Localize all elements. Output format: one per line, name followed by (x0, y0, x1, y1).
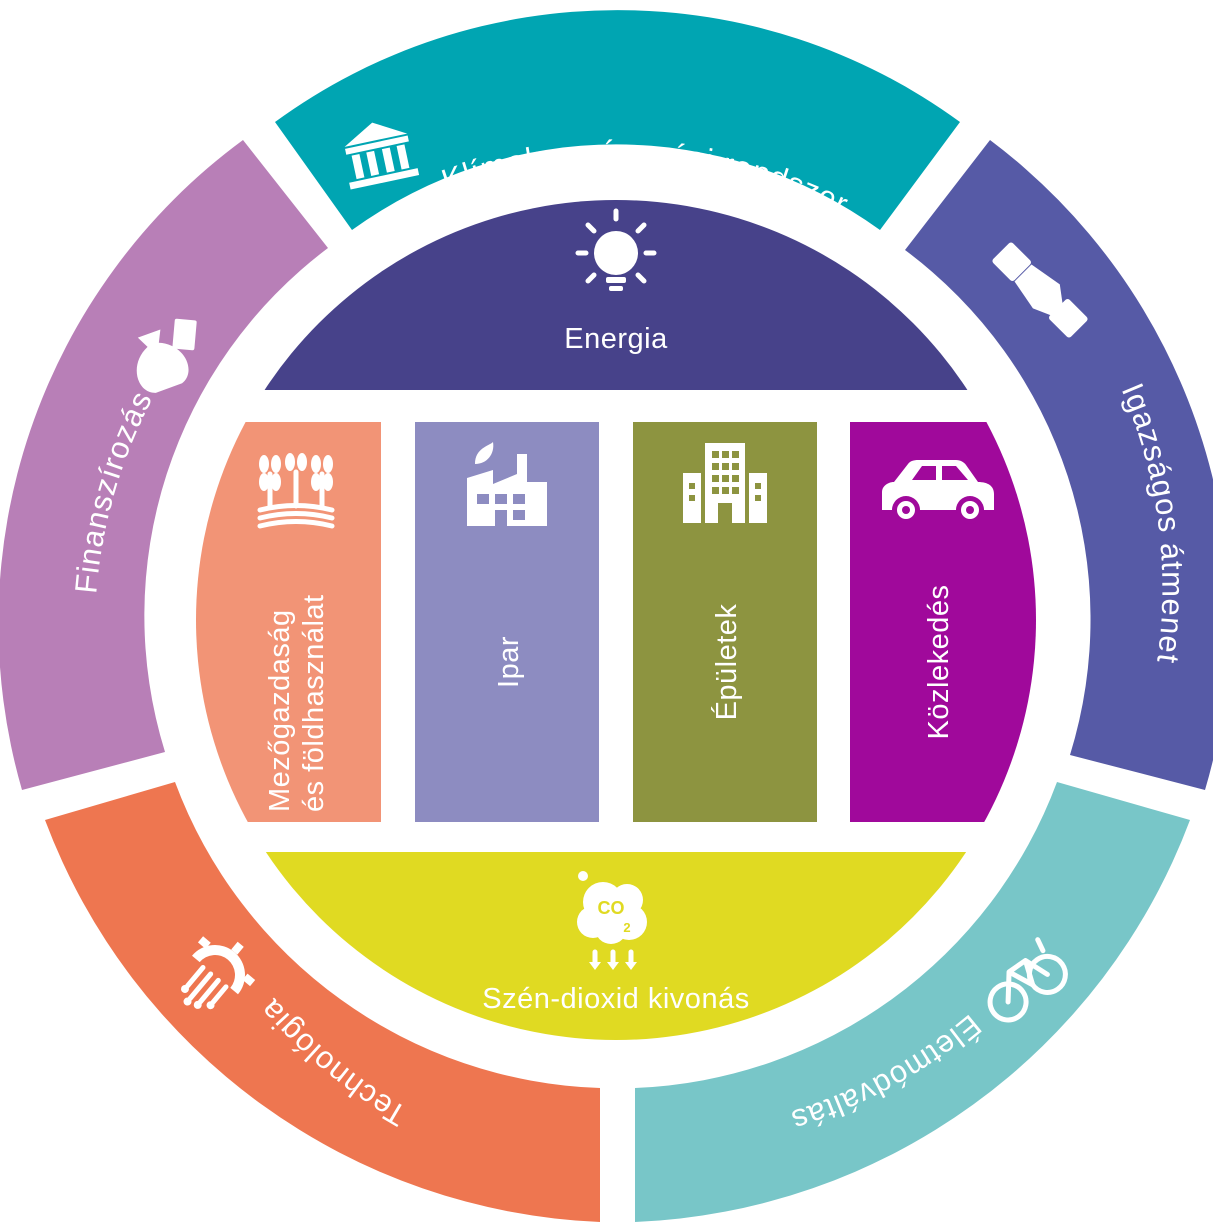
ring-segment-eletmod (635, 782, 1190, 1222)
energia-label: Energia (564, 323, 668, 355)
bicycle-icon (987, 937, 1068, 1023)
mezogazdasag-label-line1: Mezőgazdaság (264, 609, 296, 812)
money-bag-icon (136, 318, 197, 393)
mezogazdasag-label-line2: és földhasználat (298, 594, 330, 812)
ring-segment-technologia (45, 782, 600, 1222)
ipar-label: Ipar (493, 636, 525, 688)
co2-icon-text: CO (598, 898, 625, 918)
wheat-field-icon (257, 453, 335, 529)
car-icon (882, 460, 994, 524)
ring-segment-klima (275, 10, 960, 231)
lightbulb-icon (575, 208, 657, 291)
ring-segment-finanszirozas (0, 140, 328, 790)
szen-dioxid-label: Szén-dioxid kivonás (482, 983, 749, 1015)
factory-icon (467, 442, 547, 526)
mezogazdasag-label: Mezőgazdaság és földhasználat (264, 594, 330, 812)
circuit-gear-icon (180, 936, 256, 1010)
ring-segment-igazsagos (905, 140, 1213, 790)
epuletek-label: Épületek (710, 604, 743, 721)
co2-capture-icon: CO 2 (577, 871, 647, 970)
handshake-icon (992, 242, 1088, 338)
outer-ring (0, 10, 1213, 1222)
institution-building-icon (344, 122, 420, 190)
kozlekedes-label: Közlekedés (923, 585, 955, 740)
co2-icon-subscript: 2 (623, 920, 630, 935)
sector-column-mezogazdasag (196, 422, 381, 822)
office-building-icon (683, 443, 767, 523)
